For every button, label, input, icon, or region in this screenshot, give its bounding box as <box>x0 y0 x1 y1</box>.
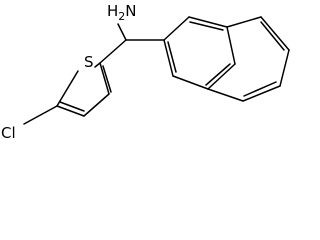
bond-n3 <box>226 26 236 65</box>
bond-n6 <box>163 39 174 77</box>
bond-r5 <box>207 88 244 102</box>
bond-n6-double <box>167 41 177 73</box>
bond-c4-c5 <box>56 105 85 117</box>
chlorine-label: Cl <box>1 124 16 142</box>
amine-n: N <box>125 2 136 20</box>
bond-c3-c4 <box>83 93 110 117</box>
bond-n4 <box>207 63 236 90</box>
bond-n2 <box>188 16 228 28</box>
bond-c2-c3-double <box>102 65 112 93</box>
bond-n4-double <box>205 63 231 86</box>
bond-r1 <box>226 16 262 28</box>
bond-n2-double <box>189 21 224 31</box>
amine-h: H <box>107 2 118 20</box>
bond-r2 <box>260 16 290 51</box>
structure-canvas: H2N S Cl <box>1 2 290 142</box>
bond-c5-s <box>56 70 79 107</box>
bond-n1 <box>163 16 190 41</box>
bond-r4-double <box>243 81 277 97</box>
bond-c4-c5-double <box>59 101 85 112</box>
bond-n-c <box>117 23 127 41</box>
bond-r3 <box>279 49 290 87</box>
bond-c-thiophene <box>99 39 127 64</box>
sulfur-label: S <box>84 53 94 71</box>
bond-r4 <box>242 85 281 102</box>
amine-subscript: 2 <box>118 10 125 23</box>
bond-n5 <box>172 75 209 90</box>
bond-c5-cl <box>23 105 58 125</box>
amine-label: H2N <box>107 2 137 23</box>
molecule-diagram: H2N S Cl <box>1 2 290 142</box>
bond-s-c2 <box>94 62 101 68</box>
bond-r2-double <box>260 21 285 51</box>
bond-c2-c3 <box>99 62 110 95</box>
